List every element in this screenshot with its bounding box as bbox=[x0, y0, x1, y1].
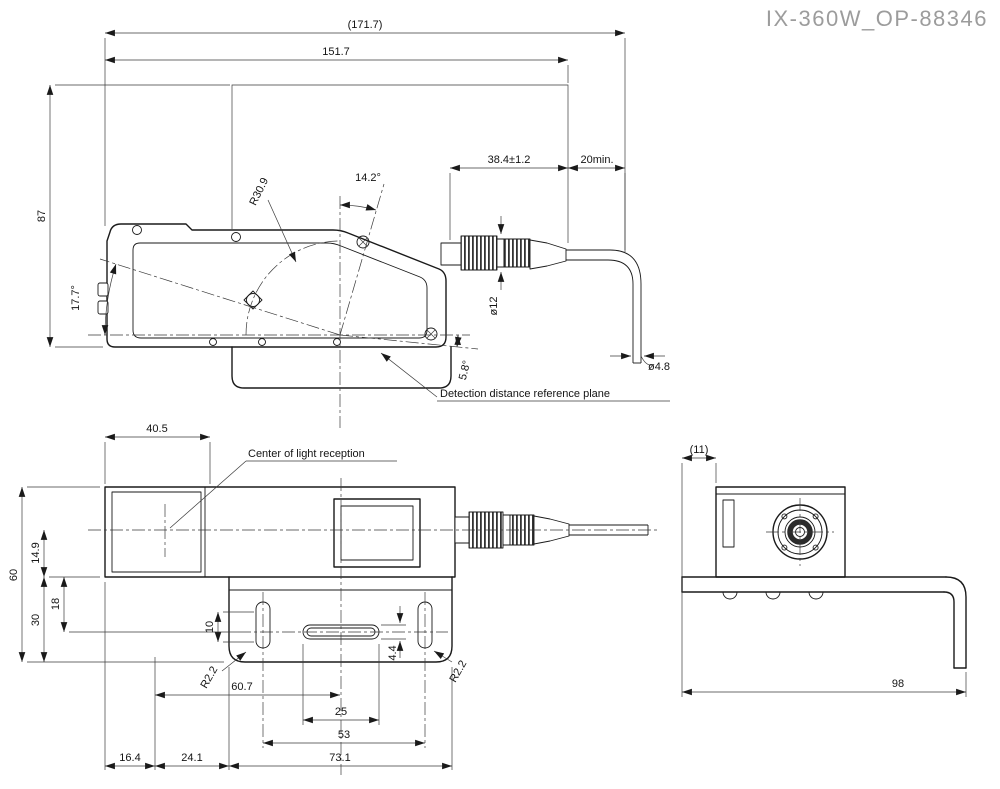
angle-bottom-right-label: 5.8° bbox=[457, 359, 473, 381]
dim-height-label: 87 bbox=[36, 210, 48, 222]
dim-center-offset-label: 60.7 bbox=[231, 681, 252, 693]
light-center-label: Center of light reception bbox=[248, 448, 365, 460]
dim-depth-label: 60 bbox=[8, 569, 20, 581]
dim-slot-span-label: 25 bbox=[335, 706, 347, 718]
cable bbox=[566, 249, 642, 363]
dim-bracket-offset-label: (11) bbox=[690, 444, 709, 456]
cable bbox=[566, 259, 634, 363]
dim-slot-width-label: 4.4 bbox=[387, 645, 399, 660]
radius-slot-right-label: R2.2 bbox=[447, 658, 469, 684]
screw-tips bbox=[722, 591, 824, 600]
center-lines bbox=[88, 478, 660, 775]
dim-cable-bend-min-label: 20min. bbox=[580, 154, 613, 166]
connector-housing bbox=[333, 498, 421, 568]
dim-lens-offset-label: 40.5 bbox=[146, 423, 167, 435]
phantom-envelope bbox=[231, 84, 569, 243]
side-view: (171.7) 151.7 87 38.4±1.2 20min. 14.2° R… bbox=[36, 19, 670, 428]
mounting-bracket-top bbox=[228, 576, 453, 663]
cable-boot bbox=[529, 239, 567, 270]
dim-overall-width-label: (171.7) bbox=[348, 19, 383, 31]
top-view-dimensions bbox=[18, 433, 453, 770]
dim-16-4-label: 16.4 bbox=[119, 752, 140, 764]
dia-cable-label: ø4.8 bbox=[648, 361, 670, 373]
dim-bracket-width-label: 98 bbox=[892, 678, 904, 690]
angle-left-label: 17.7° bbox=[70, 285, 82, 311]
dim-73-1-label: 73.1 bbox=[329, 752, 350, 764]
dim-24-1-label: 24.1 bbox=[181, 752, 202, 764]
beam-radius-arc bbox=[245, 240, 341, 336]
dim-connector-length-label: 38.4±1.2 bbox=[488, 154, 531, 166]
angle-top-label: 14.2° bbox=[355, 172, 381, 184]
body-end-outline bbox=[715, 486, 846, 578]
dim-slot-pitch-label: 53 bbox=[338, 729, 350, 741]
dim-axis-offset-label: 14.9 bbox=[30, 542, 42, 563]
drawing-number: IX-360W_OP-88346 bbox=[766, 6, 988, 31]
cable-connector-side bbox=[440, 235, 653, 366]
dim-bracket-depth-label: 30 bbox=[30, 614, 42, 626]
bracket-tab-side bbox=[231, 346, 452, 389]
end-view-dimensions bbox=[681, 454, 967, 697]
knurled-ring bbox=[460, 235, 498, 271]
sensor-body-outline bbox=[106, 223, 447, 348]
center-lines bbox=[88, 183, 479, 428]
lens-window bbox=[111, 491, 202, 573]
side-slit bbox=[722, 499, 735, 548]
radius-beam-label: R30.9 bbox=[247, 176, 271, 208]
dim-body-width-label: 151.7 bbox=[322, 46, 350, 58]
body-top-outline bbox=[104, 486, 456, 578]
dim-slot-length-label: 10 bbox=[204, 621, 216, 633]
screw-head-icon bbox=[424, 327, 438, 341]
dia-connector-label: ø12 bbox=[488, 297, 500, 316]
knurled-ring bbox=[503, 238, 531, 268]
radius-slot-left-label: R2.2 bbox=[198, 664, 220, 690]
emitter-window bbox=[243, 290, 263, 310]
screw-holes bbox=[132, 225, 438, 346]
end-view: (11) 98 bbox=[681, 444, 967, 697]
screw-head-icon bbox=[356, 235, 370, 249]
detection-plane-label: Detection distance reference plane bbox=[440, 388, 610, 400]
connector-end-face bbox=[766, 498, 834, 566]
top-view: 40.5 Center of light reception 60 14.9 3… bbox=[8, 423, 660, 775]
mounting-bracket-end bbox=[681, 576, 967, 669]
side-view-dimensions bbox=[46, 29, 670, 402]
dim-slot-center-offset-label: 18 bbox=[50, 598, 62, 610]
